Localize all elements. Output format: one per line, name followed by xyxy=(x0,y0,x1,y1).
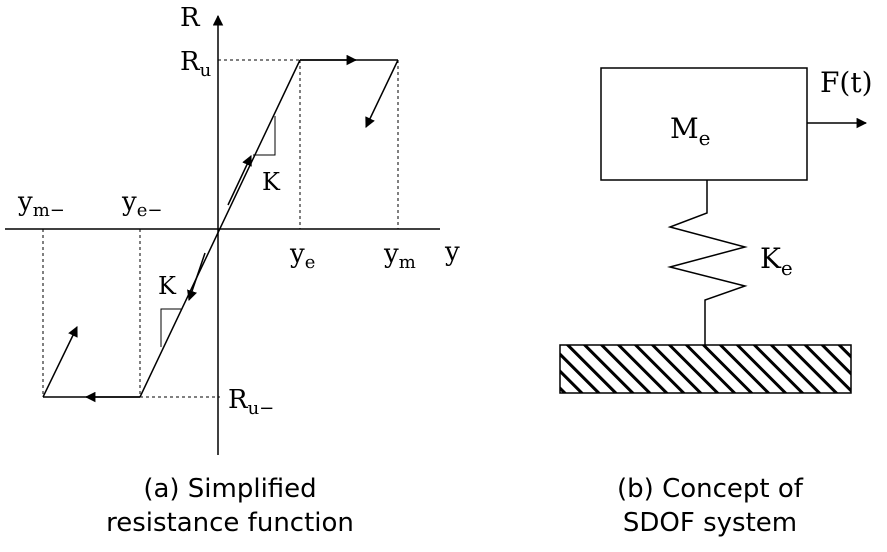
ye-label: ye xyxy=(289,239,315,273)
ym-label: ym xyxy=(383,239,416,273)
sdof-system-diagram: Me F(t) Ke xyxy=(559,66,873,394)
caption-a-line1: (a) Simplified xyxy=(143,474,317,504)
stiffness-triangle-lower xyxy=(160,308,181,347)
ground-support xyxy=(559,344,852,394)
projection-lines xyxy=(42,59,399,398)
ye-neg-label: ye− xyxy=(121,187,162,221)
ru-label: Ru xyxy=(180,47,211,81)
ru-neg-label: Ru− xyxy=(228,385,274,419)
caption-a-line2: resistance function xyxy=(106,508,354,538)
resistance-function-plot: R y Ru Ru− ye ym ye− ym− K K xyxy=(5,3,460,455)
mass-label: Me xyxy=(670,112,711,150)
mass-block xyxy=(600,67,808,181)
stiffness-triangle-upper xyxy=(253,116,276,156)
y-axis-label: y xyxy=(444,237,460,267)
figure: R y Ru Ru− ye ym ye− ym− K K Me F(t) Ke xyxy=(5,3,873,455)
force-label: F(t) xyxy=(820,66,873,99)
caption-b-line1: (b) Concept of xyxy=(617,474,803,504)
spring xyxy=(667,180,748,345)
caption-a: (a) Simplified resistance function xyxy=(95,472,365,540)
loading-direction-arrows xyxy=(42,54,399,403)
caption-b: (b) Concept of SDOF system xyxy=(590,472,830,540)
spring-label: Ke xyxy=(760,242,793,280)
stiffness-label-upper: K xyxy=(262,168,281,196)
r-axis-label: R xyxy=(180,3,201,33)
ym-neg-label: ym− xyxy=(17,187,65,221)
stiffness-label-lower: K xyxy=(158,272,177,300)
caption-b-line2: SDOF system xyxy=(622,508,798,538)
